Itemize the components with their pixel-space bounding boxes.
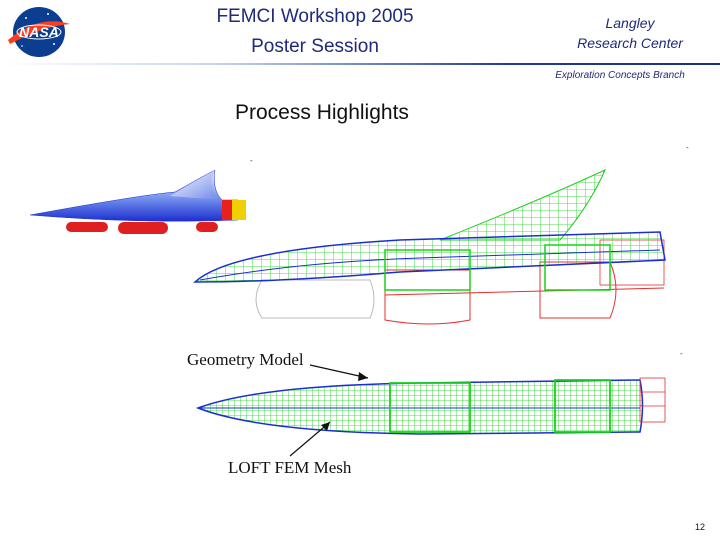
svg-text:-: - [686, 143, 689, 152]
header-divider [0, 63, 720, 65]
geometry-model: - [29, 156, 253, 234]
nasa-logo-text: NASA [19, 24, 59, 40]
page-number: 12 [695, 522, 706, 532]
slide-heading: Process Highlights [235, 101, 409, 124]
loft-fem-mesh-label: LOFT FEM Mesh [228, 458, 352, 477]
center-name: Langley [605, 15, 655, 31]
callout-arrows [289, 364, 369, 457]
geometry-model-label: Geometry Model [187, 350, 304, 369]
center-name-line2: Research Center [577, 35, 683, 51]
fem-mesh-iso: - - [193, 143, 689, 358]
fem-mesh-side [195, 377, 666, 435]
workshop-title: FEMCI Workshop 2005 [216, 6, 414, 27]
svg-text:-: - [250, 156, 253, 165]
nasa-logo: NASA [4, 4, 74, 60]
branch-name: Exploration Concepts Branch [555, 70, 685, 81]
svg-text:-: - [680, 349, 683, 358]
vehicle-figure: - - - [29, 143, 689, 457]
workshop-subtitle: Poster Session [251, 36, 379, 57]
